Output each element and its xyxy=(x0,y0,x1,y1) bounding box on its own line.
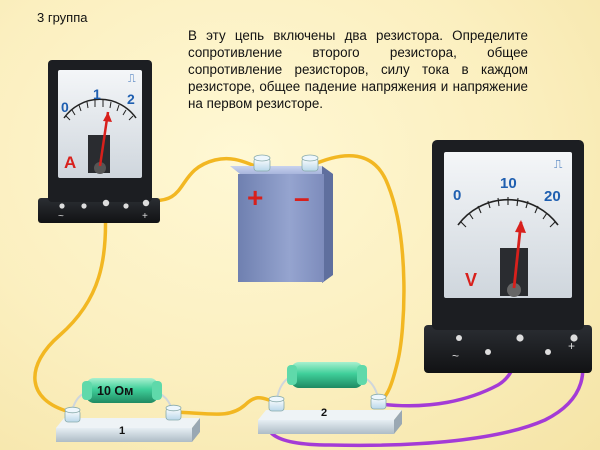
ammeter-dc-sign: ⎍ xyxy=(128,73,136,85)
resistor-2-board: 2 xyxy=(258,362,402,434)
wire-battery-to-resistor2 xyxy=(308,154,406,404)
ammeter-plus-sign: + xyxy=(142,211,148,222)
battery-plus: + xyxy=(247,182,263,213)
voltmeter-scale-0: 0 xyxy=(453,187,461,204)
voltmeter-scale-20: 20 xyxy=(544,188,561,205)
voltmeter-plus-sign: + xyxy=(568,339,575,353)
voltmeter: 0 10 20 ⎍ V ~ + xyxy=(424,140,592,373)
wires-yellow xyxy=(33,154,406,416)
voltmeter-ac-sign: ~ xyxy=(452,349,459,363)
ammeter-scale-2: 2 xyxy=(127,91,135,107)
resistor-1-body xyxy=(86,378,158,403)
wire-resistor2-left-to-voltmeter-plus xyxy=(265,336,585,448)
ammeter-symbol: A xyxy=(64,153,76,172)
voltmeter-dc-sign: ⎍ xyxy=(554,157,563,171)
resistor-2-body xyxy=(291,362,363,388)
task-text: В эту цепь включены два резистора. Опред… xyxy=(188,28,528,111)
voltmeter-symbol: V xyxy=(465,270,477,290)
resistor-2-number: 2 xyxy=(321,407,327,419)
ammeter-scale-0: 0 xyxy=(61,99,69,115)
voltmeter-scale-10: 10 xyxy=(500,175,517,192)
wire-ammeter-to-resistor1 xyxy=(33,203,108,414)
resistor-1-value: 10 Ом xyxy=(97,384,133,398)
resistor-1-board: 10 Ом 1 xyxy=(56,378,200,442)
group-label: 3 группа xyxy=(37,10,88,25)
battery-minus: – xyxy=(294,182,310,213)
wire-resistor1-to-resistor2 xyxy=(174,396,278,416)
wire-ammeter-to-battery xyxy=(146,156,264,203)
ammeter-ac-sign: ~ xyxy=(58,211,64,222)
ammeter: 0 1 2 ⎍ A ~ + xyxy=(38,60,160,223)
ammeter-scale-1: 1 xyxy=(93,86,101,102)
battery: + – xyxy=(230,154,333,283)
resistor-1-number: 1 xyxy=(119,425,125,437)
voltmeter-needle xyxy=(512,221,523,289)
